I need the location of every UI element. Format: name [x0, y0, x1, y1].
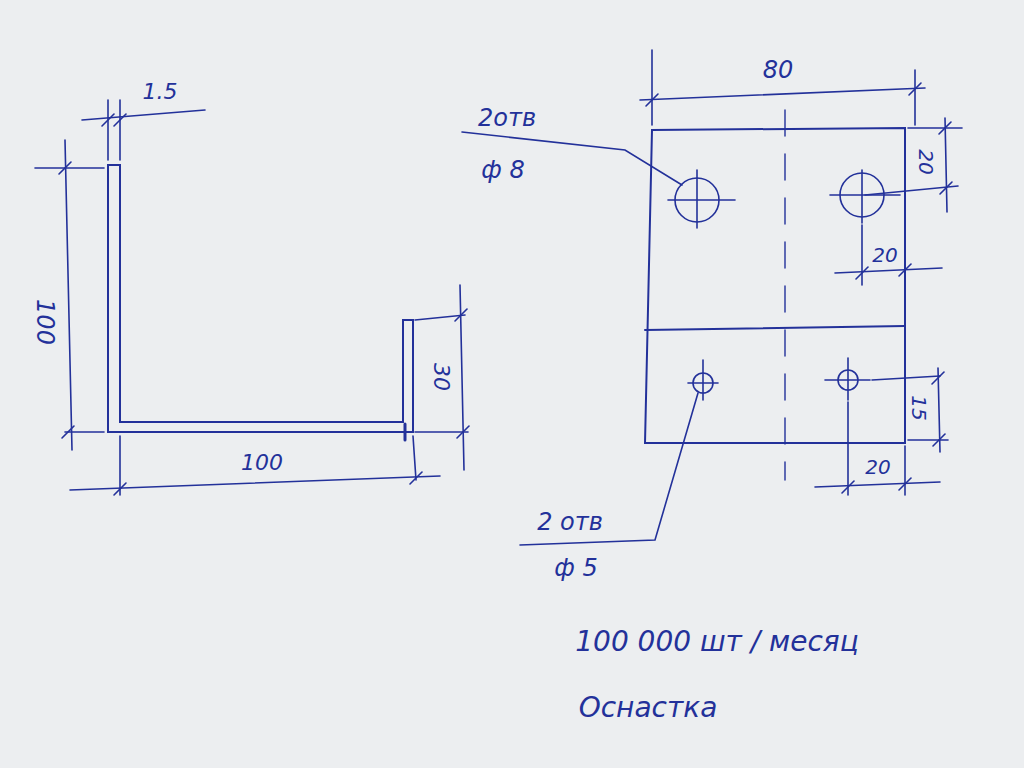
- dimension-label: 20: [916, 149, 936, 174]
- profile-view: [108, 165, 413, 440]
- plate-view: [645, 110, 905, 480]
- note-text: Оснастка: [579, 694, 718, 722]
- dimension-label: 30: [430, 363, 452, 391]
- hole-callout: ф 5: [554, 556, 597, 580]
- dimension-label: 20: [865, 457, 890, 477]
- dimension-label: 80: [763, 58, 794, 82]
- dimension-label: 1.5: [143, 81, 178, 103]
- dimension-label: 100: [241, 452, 283, 474]
- leader-lines: [462, 132, 698, 545]
- hole-callout: 2 отв: [537, 510, 603, 534]
- hole-callout: ф 8: [481, 158, 524, 182]
- hole-callout: 2отв: [478, 106, 536, 130]
- dimension-label: 15: [909, 395, 929, 420]
- note-text: 100 000 шт / месяц: [575, 628, 859, 656]
- dimension-label: 100: [33, 299, 57, 345]
- dimension-lines: [35, 100, 469, 495]
- dimension-label: 20: [872, 245, 897, 265]
